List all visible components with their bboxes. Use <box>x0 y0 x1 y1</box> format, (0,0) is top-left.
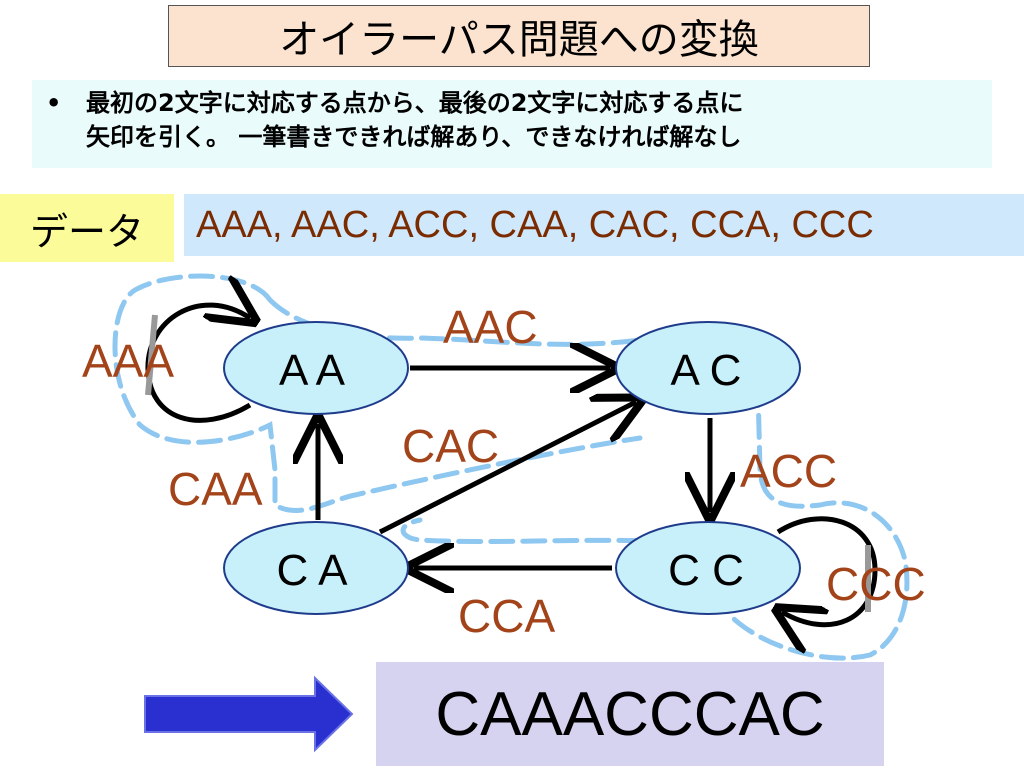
node-cc-label: C C <box>668 546 744 595</box>
node-aa <box>223 321 409 415</box>
node-ac <box>615 321 801 415</box>
result-sequence: CAAACCCAC <box>376 662 884 766</box>
edge-aaa-label: AAA <box>82 335 174 387</box>
node-aa-label: A A <box>279 346 346 395</box>
data-label: データ <box>0 194 174 262</box>
edge-aaa-gray <box>145 314 158 396</box>
node-cc <box>615 521 801 615</box>
bullet-marker: • <box>46 89 62 117</box>
bullet-box: • 最初の2文字に対応する点から、最後の2文字に対応する点に 矢印を引く。 一筆… <box>32 80 992 168</box>
edge-acc-label: ACC <box>740 445 837 497</box>
edge-caa-label: CAA <box>168 463 263 515</box>
node-ac-label: A C <box>671 346 742 395</box>
right-arrow-icon <box>144 675 354 753</box>
edge-cac-label: CAC <box>402 420 499 472</box>
edge-ccc-loop <box>778 516 878 625</box>
edge-cca-label: CCA <box>458 590 555 642</box>
data-values: AAA, AAC, ACC, CAA, CAC, CCA, CCC <box>184 194 1024 256</box>
node-ca-label: C A <box>277 546 349 595</box>
bullet-line-1: 最初の2文字に対応する点から、最後の2文字に対応する点に <box>86 89 744 117</box>
edge-aac-label: AAC <box>443 301 538 353</box>
slide-title: オイラーパス問題への変換 <box>168 5 870 67</box>
edge-cac <box>378 402 636 535</box>
node-ca <box>223 521 409 615</box>
edge-ccc-label: CCC <box>826 558 926 610</box>
bullet-line-2: 矢印を引く。 一筆書きできれば解あり、できなければ解なし <box>86 123 742 151</box>
